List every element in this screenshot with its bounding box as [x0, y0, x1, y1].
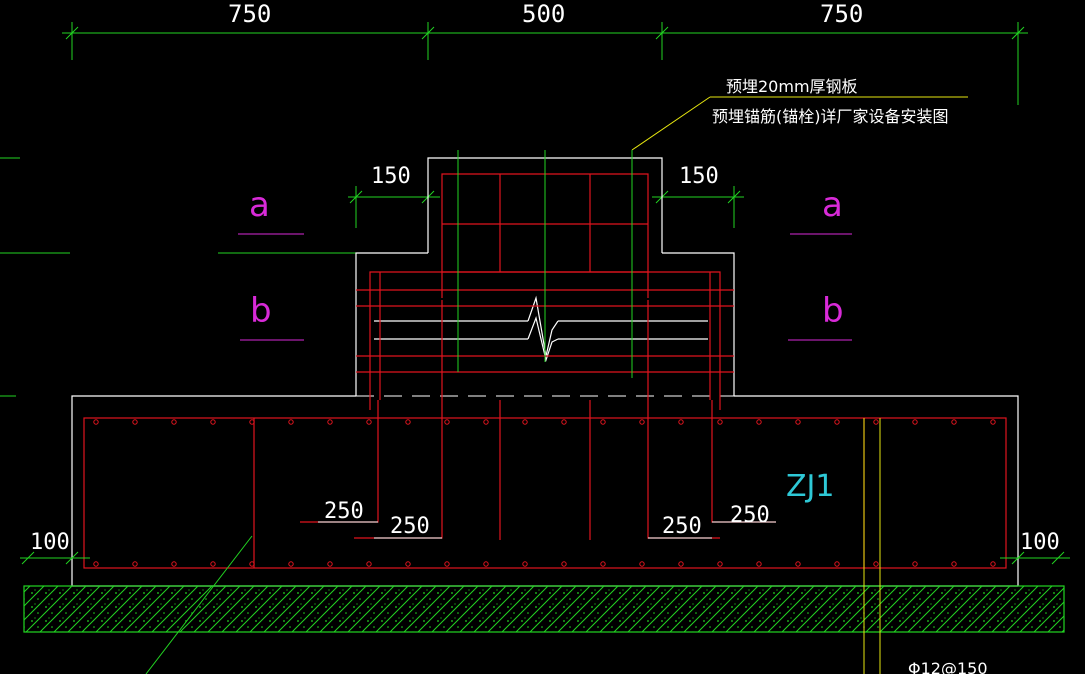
rebar-dot — [639, 561, 645, 567]
rebar-dot — [600, 419, 606, 425]
section-label-a-left: a — [249, 185, 270, 225]
note-steel-plate: 预埋20mm厚钢板 — [726, 77, 858, 96]
rebar-dot — [717, 561, 723, 567]
rebar-dot — [405, 561, 411, 567]
rebar-dot — [522, 419, 528, 425]
side-dim-left: 150 — [371, 164, 411, 189]
anchor-dim-4: 250 — [730, 503, 770, 528]
rebar-dot — [912, 419, 918, 425]
rebar-dot — [990, 419, 996, 425]
rebar-dot — [132, 419, 138, 425]
rebar-dot — [717, 419, 723, 425]
rebar-dot — [93, 561, 99, 567]
top-dimension-line — [62, 22, 1028, 105]
rebar-dot — [795, 561, 801, 567]
edge-dimension-lines — [20, 551, 1070, 565]
anchor-dim-underlines — [318, 521, 776, 539]
section-label-b-right: b — [822, 291, 844, 331]
rebar-dot — [522, 561, 528, 567]
section-label-a-right: a — [822, 185, 843, 225]
side-dimension-lines — [348, 186, 744, 228]
rebar-dot — [444, 561, 450, 567]
note-anchor-bolt: 预埋锚筋(锚栓)详厂家设备安装图 — [712, 107, 949, 126]
rebar-dot — [405, 419, 411, 425]
rebar-dot — [288, 419, 294, 425]
rebar-dot — [366, 561, 372, 567]
rebar-dot — [288, 561, 294, 567]
rebar-dot — [834, 561, 840, 567]
rebar-dot — [678, 561, 684, 567]
rebar-dot — [990, 561, 996, 567]
top-dim-right: 750 — [820, 0, 863, 28]
rebar-dot — [249, 419, 255, 425]
anchor-dim-2: 250 — [390, 514, 430, 539]
rebar-dot — [171, 561, 177, 567]
rebar-dot — [600, 561, 606, 567]
rebar-dot — [444, 419, 450, 425]
anchor-dim-3: 250 — [662, 514, 702, 539]
rebar-dot — [249, 561, 255, 567]
edge-dim-right: 100 — [1020, 530, 1060, 555]
member-tag: ZJ1 — [786, 469, 835, 504]
rebar-leader-left — [145, 535, 253, 674]
rebar-leader-right — [863, 418, 881, 674]
rebar-dot — [795, 419, 801, 425]
rebar-dot — [210, 419, 216, 425]
anchor-dim-1: 250 — [324, 499, 364, 524]
side-dim-right: 150 — [679, 164, 719, 189]
rebar-dot — [210, 561, 216, 567]
base-rebar-dots — [93, 419, 996, 567]
rebar-dot — [483, 561, 489, 567]
rebar-dot — [171, 419, 177, 425]
left-edge-lines — [0, 157, 70, 397]
rebar-dot — [756, 561, 762, 567]
rebar-dot — [873, 419, 879, 425]
section-label-b-left: b — [250, 291, 272, 331]
rebar-dot — [756, 419, 762, 425]
top-dim-left: 750 — [228, 0, 271, 28]
rebar-spec: Φ12@150 — [908, 659, 988, 674]
rebar-dot — [561, 561, 567, 567]
rebar-dot — [834, 419, 840, 425]
rebar-dot — [366, 419, 372, 425]
rebar-dot — [678, 419, 684, 425]
edge-dim-left: 100 — [30, 530, 70, 555]
rebar-dot — [483, 419, 489, 425]
rebar-dot — [327, 561, 333, 567]
top-dim-center: 500 — [522, 0, 565, 28]
rebar-dot — [912, 561, 918, 567]
section-label-lines — [238, 233, 852, 341]
axis-lines — [457, 150, 633, 378]
rebar-dot — [327, 419, 333, 425]
rebar-dot — [93, 419, 99, 425]
rebar-dot — [561, 419, 567, 425]
rebar-dot — [132, 561, 138, 567]
cushion-layer-hatch — [23, 585, 1065, 633]
rebar-dot — [639, 419, 645, 425]
rebar-dot — [951, 561, 957, 567]
note-leader — [631, 96, 968, 151]
rebar-dot — [951, 419, 957, 425]
rebar-dot — [873, 561, 879, 567]
